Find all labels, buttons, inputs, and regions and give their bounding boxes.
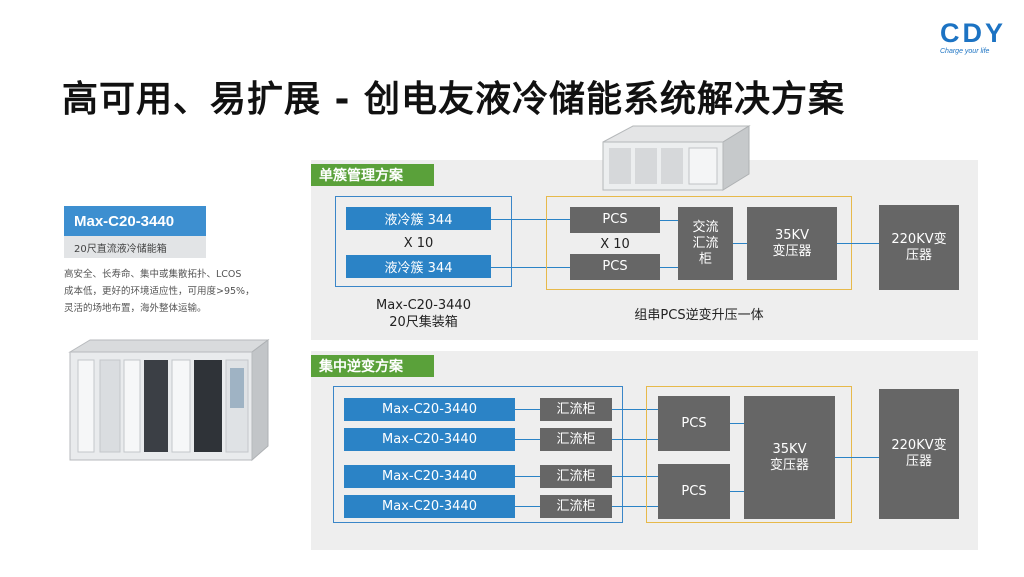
connector-line (733, 243, 747, 244)
scheme2-tag: 集中逆变方案 (311, 355, 434, 377)
caption-line: Max-C20-3440 (376, 298, 471, 313)
connector-line (612, 506, 658, 507)
connector-line (491, 267, 570, 268)
ac-combiner-cabinet: 交流 汇流 柜 (678, 207, 733, 280)
page-title: 高可用、易扩展 - 创电友液冷储能系统解决方案 (62, 79, 846, 120)
pcs-box: PCS (658, 464, 730, 519)
logo-text: CDY (940, 18, 1007, 48)
liquid-cluster-box: 液冷簇 344 (346, 255, 491, 278)
connector-line (612, 439, 658, 440)
product-description: 高安全、长寿命、集中或集散拓扑、LCOS 成本低，更好的环境适应性，可用度>95… (64, 266, 264, 317)
battery-unit-box: Max-C20-3440 (344, 428, 515, 451)
transformer-line: 35KV (772, 441, 807, 457)
pcs-multiplier: X 10 (600, 237, 630, 252)
desc-line: 灵活的场地布置，海外整体运输。 (64, 303, 207, 314)
connector-line (515, 476, 540, 477)
grid-line: 220KV变 (891, 438, 947, 453)
combiner-cabinet: 汇流柜 (540, 398, 612, 421)
battery-group (333, 386, 623, 523)
combiner-cabinet: 汇流柜 (540, 495, 612, 518)
transformer-line: 变压器 (769, 457, 809, 473)
connector-line (660, 220, 678, 221)
battery-unit-box: Max-C20-3440 (344, 495, 515, 518)
container-caption: Max-C20-3440 20尺集装箱 (335, 297, 512, 331)
connector-line (612, 476, 658, 477)
connector-line (660, 267, 678, 268)
pcs-caption: 组串PCS逆变升压一体 (634, 308, 764, 323)
product-model: Max-C20-3440 (64, 206, 206, 236)
ac-cab-line: 汇流 (692, 235, 719, 251)
cdy-logo: CDY Charge your life (940, 20, 1018, 56)
logo-slogan: Charge your life (940, 48, 990, 55)
transformer-line: 变压器 (772, 243, 812, 259)
cluster-group (335, 196, 512, 287)
liquid-cluster-box: 液冷簇 344 (346, 207, 491, 230)
connector-line (515, 439, 540, 440)
transformer-220kv: 220KV变 压器 (879, 205, 959, 290)
connector-line (835, 457, 879, 458)
grid-line: 压器 (905, 247, 932, 263)
battery-unit-box: Max-C20-3440 (344, 398, 515, 421)
combiner-cabinet: 汇流柜 (540, 428, 612, 451)
connector-line (515, 506, 540, 507)
ac-cab-line: 柜 (698, 251, 712, 267)
desc-line: 高安全、长寿命、集中或集散拓扑、LCOS (64, 269, 242, 280)
battery-unit-box: Max-C20-3440 (344, 465, 515, 488)
transformer-line: 35KV (775, 227, 809, 243)
product-subtitle: 20尺直流液冷储能箱 (64, 236, 206, 258)
cluster-multiplier: X 10 (403, 236, 434, 251)
connector-line (515, 409, 540, 410)
combiner-cabinet: 汇流柜 (540, 465, 612, 488)
container-illustration (68, 339, 270, 462)
connector-line (730, 491, 744, 492)
connector-line (837, 243, 879, 244)
pcs-box: PCS (658, 396, 730, 451)
connector-line (612, 409, 658, 410)
grid-line: 压器 (905, 454, 932, 469)
transformer-35kv: 35KV 变压器 (747, 207, 837, 280)
scheme1-tag: 单簇管理方案 (311, 164, 434, 186)
grid-line: 220KV变 (891, 231, 947, 247)
connector-line (491, 219, 570, 220)
transformer-220kv: 220KV变 压器 (879, 389, 959, 519)
desc-line: 成本低，更好的环境适应性，可用度>95%， (64, 286, 255, 297)
connector-line (730, 423, 744, 424)
pcs-box: PCS (570, 254, 660, 280)
caption-line: 20尺集装箱 (389, 315, 458, 330)
transformer-35kv: 35KV 变压器 (744, 396, 835, 519)
inverter-group (646, 386, 852, 523)
pcs-box: PCS (570, 207, 660, 233)
container-render-icon (602, 125, 751, 191)
ac-cab-line: 交流 (692, 219, 719, 235)
